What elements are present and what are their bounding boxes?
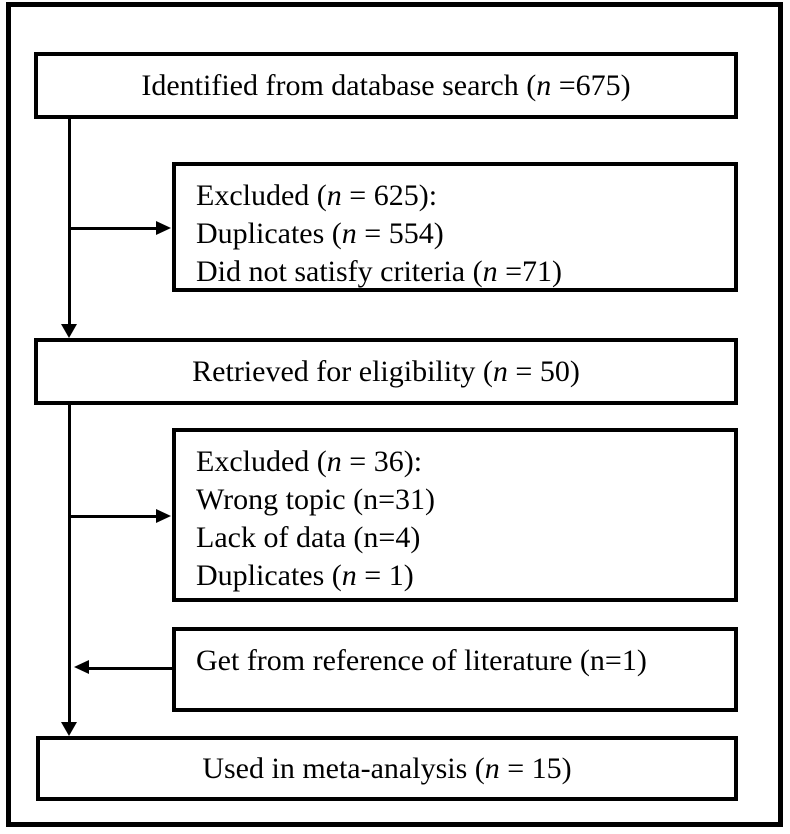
- excluded-second-box: Excluded (n = 36):Wrong topic (n=31)Lack…: [172, 428, 738, 602]
- meta-analysis-box: Used in meta-analysis (n = 15): [36, 736, 738, 801]
- arrowhead-right-into-excluded-second-icon: [156, 509, 171, 523]
- excluded-first-box: Excluded (n = 625):Duplicates (n = 554)D…: [172, 162, 738, 292]
- reference-box: Get from reference of literature (n=1): [172, 627, 738, 712]
- arrowhead-right-into-excluded-first-icon: [156, 221, 171, 235]
- connector-branch-to-excluded-second-line: [69, 515, 157, 518]
- excluded-first-box-text: Excluded (n = 625):Duplicates (n = 554)D…: [196, 179, 563, 288]
- arrowhead-down-into-meta-icon: [61, 722, 77, 736]
- connector-retrieved-to-meta-line: [68, 405, 71, 722]
- retrieved-box-text: Retrieved for eligibility (n = 50): [192, 354, 580, 388]
- figure-border: [6, 2, 783, 827]
- arrowhead-left-into-spine-icon: [74, 660, 89, 674]
- connector-reference-to-spine-line: [89, 667, 172, 670]
- retrieved-box: Retrieved for eligibility (n = 50): [34, 338, 738, 405]
- identified-box-text: Identified from database search (n =675): [141, 68, 631, 102]
- connector-branch-to-excluded-first-line: [69, 227, 157, 230]
- excluded-second-box-text: Excluded (n = 36):Wrong topic (n=31)Lack…: [196, 445, 435, 592]
- meta-analysis-box-text: Used in meta-analysis (n = 15): [202, 751, 572, 785]
- connector-identified-to-retrieved-line: [68, 119, 71, 325]
- reference-box-text: Get from reference of literature (n=1): [196, 644, 647, 677]
- arrowhead-down-into-retrieved-icon: [61, 324, 77, 338]
- identified-box: Identified from database search (n =675): [34, 52, 738, 119]
